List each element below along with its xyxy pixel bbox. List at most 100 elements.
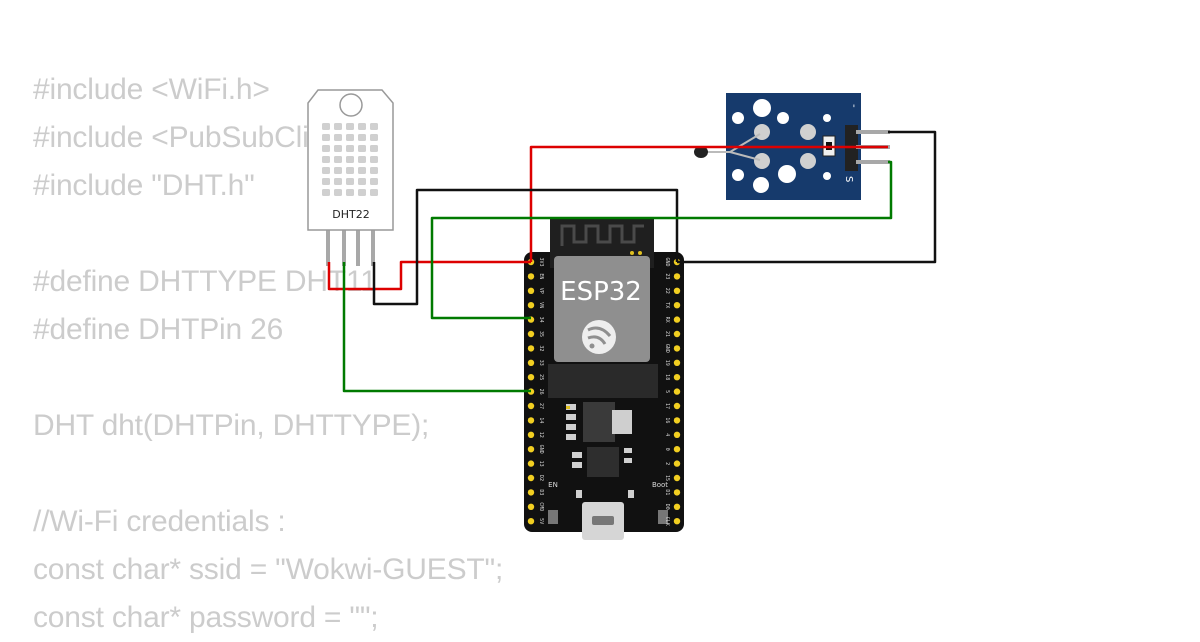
esp32-pin[interactable] (527, 359, 535, 366)
esp32-pin-label: CMD (538, 502, 544, 511)
esp32-pin[interactable] (527, 446, 535, 453)
esp32-pin[interactable] (527, 402, 535, 410)
esp32-pin-label: 21 (664, 331, 670, 337)
code-line: #define DHTTYPE DHT11 (33, 265, 377, 298)
wire-dht-gnd (372, 188, 679, 306)
esp32-pin[interactable] (527, 474, 535, 482)
esp32-pin-label: D1 (664, 489, 670, 495)
wires (327, 130, 937, 393)
en-button[interactable] (548, 510, 558, 524)
mounting-hole-icon (753, 99, 771, 117)
esp32-pin[interactable] (673, 402, 681, 410)
esp32-pin[interactable] (527, 460, 535, 467)
esp32-pin-label: 17 (664, 403, 670, 409)
esp32-pin[interactable] (673, 446, 681, 453)
esp32-pin-label: 5 (664, 390, 670, 393)
esp32-pin[interactable] (673, 489, 681, 496)
antenna-trace (560, 224, 644, 246)
esp32-pin[interactable] (673, 345, 681, 352)
esp32-pin[interactable] (527, 273, 535, 280)
wire-ntc-gnd (677, 130, 937, 264)
esp32-pin-label: 3V3 (538, 257, 544, 266)
dht22-sensor[interactable]: DHT22 (307, 89, 394, 266)
esp32-pin-label: 26 (538, 389, 544, 395)
ntc-pin-signal-label: S (843, 176, 854, 182)
esp32-pin[interactable] (673, 460, 681, 467)
esp32-pin[interactable] (673, 359, 681, 366)
esp32-label: ESP32 (560, 277, 642, 307)
esp32-pin-label: VN (538, 302, 544, 308)
esp32-pin[interactable] (673, 388, 681, 395)
esp32-pin[interactable] (673, 374, 681, 381)
esp32-pin-label: 32 (538, 345, 544, 351)
esp32-pin-label: D0 (664, 504, 670, 510)
esp32-devkit[interactable]: ESP32 EN Boot 3V3ENVPVN34353233252627141… (524, 218, 684, 540)
esp32-pin-label: 14 (538, 417, 544, 423)
esp32-pin[interactable] (527, 302, 535, 309)
esp32-pin[interactable] (673, 330, 681, 338)
esp32-pin-label: 34 (538, 317, 544, 323)
esp32-pin-label: D2 (538, 475, 544, 481)
esp32-pin-label: 22 (664, 288, 670, 294)
code-line: DHT dht(DHTPin, DHTTYPE); (33, 409, 430, 442)
code-line: //Wi-Fi credentials : (33, 505, 286, 538)
esp32-module-shield (554, 256, 650, 362)
espressif-logo-icon (582, 320, 616, 354)
boot-button[interactable] (658, 510, 668, 524)
wire-ntc-signal (430, 160, 893, 320)
wire-dht-data (342, 262, 531, 393)
esp32-pin[interactable] (673, 287, 681, 294)
esp32-pin-label: TX (664, 302, 670, 308)
esp32-pin[interactable] (673, 302, 681, 309)
code-line: const char* ssid = "Wokwi-GUEST"; (33, 553, 504, 586)
dht22-label: DHT22 (332, 208, 369, 221)
esp32-pin-label: 13 (538, 461, 544, 467)
esp32-pin[interactable] (673, 273, 681, 280)
esp32-pin-label: 4 (664, 433, 670, 436)
esp32-pin[interactable] (527, 287, 535, 294)
esp32-pin-label: 2 (664, 462, 670, 465)
code-line: const char* password = ""; (33, 601, 379, 634)
esp32-pin-label: 18 (664, 374, 670, 380)
code-line: #define DHTPin 26 (33, 313, 284, 346)
esp32-pin-label: 0 (664, 448, 670, 451)
esp32-pin[interactable] (673, 474, 681, 482)
esp32-left-header (527, 258, 535, 525)
esp32-pin[interactable] (527, 503, 535, 510)
esp32-pin[interactable] (527, 330, 535, 338)
smd-components (566, 404, 634, 498)
esp32-pin-label: 5V (538, 518, 544, 524)
esp32-right-header (673, 258, 681, 525)
thermistor (694, 146, 708, 158)
esp32-pin-label: 15 (664, 475, 670, 481)
esp32-pin[interactable] (673, 503, 681, 510)
esp32-pin[interactable] (527, 431, 535, 438)
code-line: #include <WiFi.h> (33, 73, 270, 106)
esp32-pin[interactable] (673, 417, 681, 424)
esp32-pin[interactable] (527, 489, 535, 496)
esp32-pin-label: D3 (538, 489, 544, 495)
esp32-pin[interactable] (527, 518, 535, 525)
esp32-pin-label: 27 (538, 403, 544, 409)
esp32-pin-label: EN (538, 273, 544, 279)
esp32-pin-label: 23 (664, 273, 670, 279)
dht22-vent-grid (322, 123, 378, 196)
esp32-pin-label: CLK (664, 517, 670, 526)
esp32-pin[interactable] (527, 374, 535, 381)
esp32-pin[interactable] (673, 316, 681, 323)
dht22-pins (326, 222, 375, 266)
ntc-pin-minus-label: - (848, 104, 859, 108)
esp32-pin[interactable] (527, 345, 535, 352)
esp32-pin[interactable] (673, 431, 681, 438)
wire-dht-vcc (327, 260, 531, 291)
esp32-pin-label: RX (664, 317, 670, 323)
en-button-label: EN (548, 481, 558, 489)
esp32-pin[interactable] (527, 417, 535, 424)
wire-ntc-vcc (529, 145, 888, 262)
esp32-pin-label: 16 (664, 417, 670, 423)
esp32-pin-label: 19 (664, 360, 670, 366)
esp32-pin-label: 35 (538, 331, 544, 337)
esp32-pin[interactable] (673, 518, 681, 525)
